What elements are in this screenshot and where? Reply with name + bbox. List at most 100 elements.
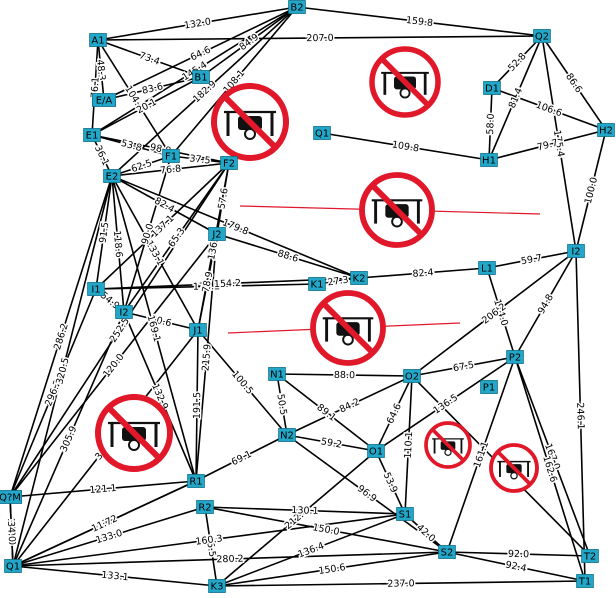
edge bbox=[9, 175, 113, 498]
node-box bbox=[192, 70, 210, 84]
graph-node[interactable]: R2 bbox=[196, 500, 214, 514]
edge bbox=[103, 76, 202, 101]
edge-weight-label: 82.4 bbox=[412, 267, 434, 280]
edge bbox=[514, 356, 586, 582]
node-label: I1 bbox=[91, 285, 100, 296]
no-drone-icon bbox=[359, 172, 435, 248]
edge bbox=[276, 373, 377, 452]
node-box bbox=[4, 559, 22, 573]
edge bbox=[91, 39, 99, 136]
edge bbox=[97, 39, 105, 101]
edge-weight-label: 81.4 bbox=[507, 86, 525, 110]
node-box bbox=[480, 153, 498, 167]
edge bbox=[111, 155, 172, 177]
edge bbox=[195, 434, 288, 482]
edge bbox=[276, 373, 288, 436]
edge bbox=[97, 6, 298, 41]
edge bbox=[95, 175, 113, 290]
graph-node[interactable]: H2 bbox=[597, 123, 615, 137]
graph-node[interactable]: T2 bbox=[581, 549, 599, 563]
edge-weight-label: 57.6 bbox=[216, 187, 230, 210]
node-box bbox=[103, 169, 121, 183]
graph-node[interactable]: B1 bbox=[192, 70, 210, 84]
edge bbox=[123, 311, 197, 482]
graph-node[interactable]: A1 bbox=[89, 33, 107, 47]
graph-node[interactable]: O1 bbox=[367, 444, 385, 458]
edge-weight-label: 170.0 bbox=[5, 518, 17, 546]
graph-node[interactable]: Q1 bbox=[313, 126, 331, 140]
graph-node[interactable]: I1 bbox=[87, 282, 105, 296]
edge-weight-label: 76.8 bbox=[159, 163, 181, 176]
edge bbox=[216, 450, 377, 587]
edge bbox=[12, 513, 406, 567]
edge bbox=[170, 6, 298, 157]
graph-node[interactable]: L1 bbox=[478, 261, 496, 275]
node-box bbox=[187, 474, 205, 488]
node-box bbox=[313, 126, 331, 140]
graph-node[interactable]: E/A bbox=[92, 93, 117, 107]
graph-node[interactable]: P2 bbox=[506, 350, 524, 364]
edge-weight-label: 154.2 bbox=[214, 278, 242, 290]
node-label: N1 bbox=[270, 370, 284, 381]
graph-node[interactable]: P1 bbox=[480, 380, 498, 394]
node-box bbox=[367, 444, 385, 458]
no-drone-icon-layer bbox=[95, 46, 539, 493]
edge-weight-label: 48.3 bbox=[94, 59, 107, 81]
edge-weight-label: 83.6 bbox=[141, 81, 164, 97]
node-label: B2 bbox=[290, 3, 303, 14]
edge bbox=[97, 35, 543, 41]
node-label: K2 bbox=[353, 274, 366, 285]
edge-weight-label: 96.9 bbox=[355, 483, 379, 504]
edge-weight-label: 207.0 bbox=[306, 33, 333, 44]
edge-weight-label: 150.6 bbox=[318, 562, 347, 577]
graph-node[interactable]: K1 bbox=[308, 277, 326, 291]
graph-node[interactable]: D1 bbox=[483, 81, 501, 95]
graph-node[interactable]: Q2 bbox=[533, 29, 551, 43]
graph-node[interactable]: O2 bbox=[403, 369, 421, 383]
graph-node[interactable]: B2 bbox=[288, 0, 306, 14]
graph-node[interactable]: T1 bbox=[576, 574, 594, 588]
graph-node[interactable]: F2 bbox=[220, 156, 238, 170]
graph-node[interactable]: I2 bbox=[115, 305, 133, 319]
node-label: D1 bbox=[485, 84, 499, 95]
node-label: P1 bbox=[483, 383, 495, 394]
graph-node[interactable]: J2 bbox=[208, 227, 226, 241]
graph-node[interactable]: F1 bbox=[162, 149, 180, 163]
edge bbox=[375, 356, 516, 452]
edge bbox=[123, 155, 172, 313]
edge-weight-label: 88.6 bbox=[276, 248, 299, 265]
edge bbox=[9, 233, 218, 498]
node-label: H2 bbox=[599, 126, 613, 137]
edge bbox=[411, 250, 577, 377]
edge bbox=[111, 175, 197, 482]
graph-node[interactable]: N2 bbox=[278, 428, 296, 442]
edge-weight-label: 130.1 bbox=[291, 505, 319, 517]
graph-node[interactable]: S2 bbox=[438, 545, 456, 559]
graph-node[interactable]: Q1 bbox=[4, 559, 22, 573]
edge bbox=[12, 311, 125, 567]
edge bbox=[446, 551, 591, 557]
graph-node[interactable]: K2 bbox=[350, 271, 368, 285]
graph-node[interactable]: E2 bbox=[103, 169, 121, 183]
edge bbox=[216, 513, 406, 587]
graph-node[interactable]: H1 bbox=[480, 153, 498, 167]
no-drone-icon bbox=[211, 83, 289, 161]
edge bbox=[375, 450, 406, 515]
no-drone-icon bbox=[95, 394, 173, 472]
node-label: B1 bbox=[194, 73, 207, 84]
graph-node[interactable]: J1 bbox=[189, 323, 207, 337]
edge-weight-label: 94.8 bbox=[536, 292, 556, 316]
edge bbox=[123, 162, 230, 313]
graph-node[interactable]: K3 bbox=[208, 579, 226, 593]
graph-node[interactable]: S1 bbox=[396, 507, 414, 521]
node-label: T2 bbox=[583, 552, 596, 563]
graph-node[interactable]: Q?M bbox=[0, 490, 23, 504]
graph-node[interactable]: N1 bbox=[268, 367, 286, 381]
edge bbox=[12, 175, 113, 567]
edge-weight-label: 246.1 bbox=[574, 402, 586, 429]
graph-node[interactable]: E1 bbox=[83, 128, 101, 142]
edge-weight-label: 67.5 bbox=[452, 360, 475, 375]
graph-node[interactable]: I2 bbox=[567, 244, 585, 258]
graph-node[interactable]: R1 bbox=[187, 474, 205, 488]
